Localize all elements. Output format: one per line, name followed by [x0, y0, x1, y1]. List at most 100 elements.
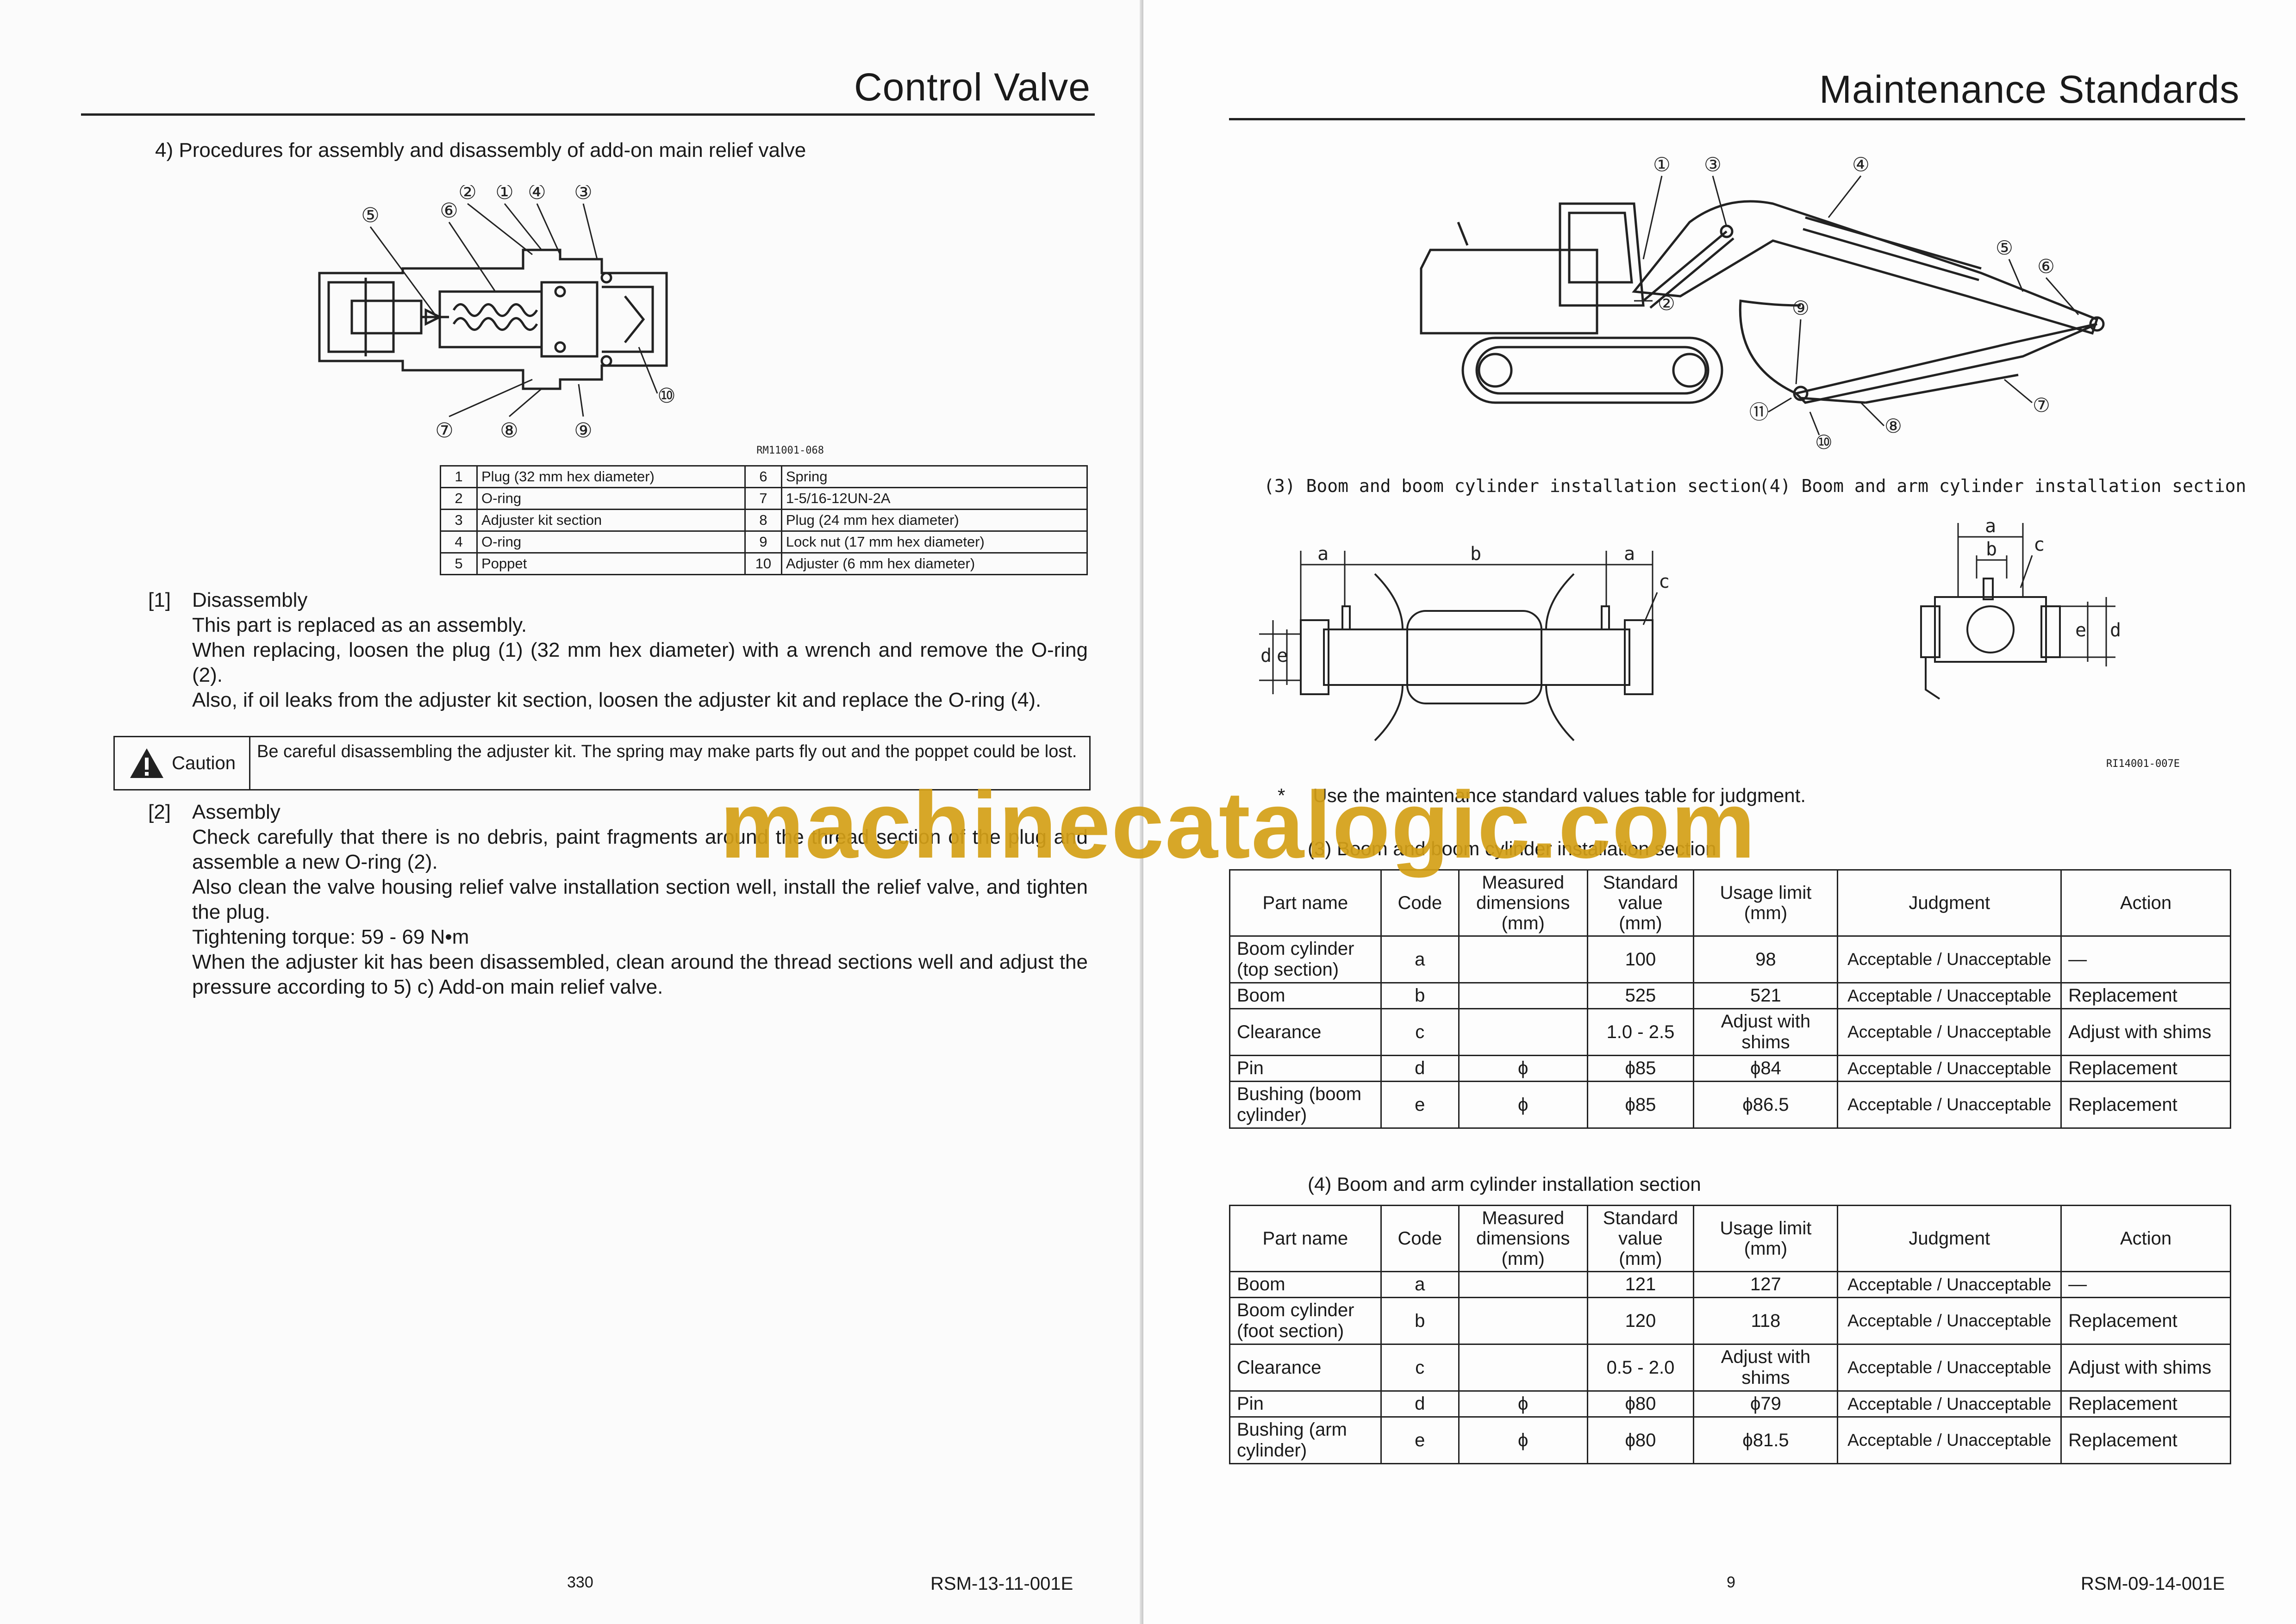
callout-1: ① [495, 185, 513, 204]
assembly-line: Check carefully that there is no debris,… [192, 826, 1088, 873]
disassembly-line: When replacing, loosen the plug (1) (32 … [192, 639, 1088, 686]
callout-7: ⑦ [435, 419, 453, 442]
dim-c: c [1659, 571, 1670, 592]
cell-action: Replacement [2060, 982, 2231, 1009]
cell-judgment: Acceptable / Unacceptable [1837, 1008, 2062, 1056]
part-name: Adjuster (6 mm hex diameter) [780, 552, 1088, 575]
cell-action: Replacement [2060, 1390, 2231, 1418]
cell-action: Replacement [2060, 1297, 2231, 1345]
assembly-title: Assembly [192, 801, 281, 823]
cell-part: Clearance [1229, 1008, 1382, 1056]
column-header: Measured dimensions (mm) [1458, 1205, 1588, 1272]
cell-code: a [1380, 935, 1460, 983]
callout-10: ⑩ [657, 384, 675, 408]
table4-title: (4) Boom and arm cylinder installation s… [1308, 1173, 1701, 1195]
part-number: 8 [744, 509, 782, 532]
page-title: Maintenance Standards [1819, 68, 2240, 111]
cell-measured [1458, 982, 1588, 1009]
part-name: 1-5/16-12UN-2A [780, 487, 1088, 510]
cell-code: b [1380, 982, 1460, 1009]
part-name: Plug (24 mm hex diameter) [780, 509, 1088, 532]
column-header: Judgment [1837, 869, 2062, 937]
cell-measured [1458, 1344, 1588, 1392]
disassembly-marker: [1] [148, 589, 171, 611]
dim-e: e [2075, 620, 2086, 641]
page-number: 9 [1727, 1574, 1735, 1591]
caption-4: (4) Boom and arm cylinder installation s… [1759, 476, 2246, 496]
machine-callout-8: ⑧ [1884, 415, 1902, 437]
cell-standard: ϕ80 [1586, 1390, 1695, 1418]
cell-part: Bushing (arm cylinder) [1229, 1416, 1382, 1464]
cell-measured [1458, 1271, 1588, 1298]
cell-limit: ϕ81.5 [1693, 1416, 1839, 1464]
cell-code: a [1380, 1271, 1460, 1298]
assembly-section: [2] Assembly Check carefully that there … [148, 800, 1088, 1000]
cell-action: Adjust with shims [2060, 1008, 2231, 1056]
cell-measured [1458, 935, 1588, 983]
cell-part: Pin [1229, 1390, 1382, 1418]
cell-code: d [1380, 1055, 1460, 1082]
column-header: Part name [1229, 1205, 1382, 1272]
cell-standard: ϕ85 [1586, 1055, 1695, 1082]
column-header: Action [2060, 1205, 2231, 1272]
column-header: Part name [1229, 869, 1382, 937]
cell-code: b [1380, 1297, 1460, 1345]
cell-standard: 1.0 - 2.5 [1586, 1008, 1695, 1056]
cell-standard: ϕ85 [1586, 1081, 1695, 1129]
part-name: Adjuster kit section [476, 509, 746, 532]
doc-code: RSM-09-14-001E [2081, 1574, 2225, 1594]
cell-judgment: Acceptable / Unacceptable [1837, 1344, 2062, 1392]
disassembly-line: Also, if oil leaks from the adjuster kit… [192, 689, 1042, 711]
cell-limit: ϕ86.5 [1693, 1081, 1839, 1129]
cell-code: e [1380, 1081, 1460, 1129]
cell-measured: ϕ [1458, 1055, 1588, 1082]
boom-cylinder-detail: a b a c d e [1259, 543, 1670, 741]
column-header: Code [1380, 869, 1460, 937]
machine-callout-9: ⑨ [1792, 297, 1809, 319]
part-number: 10 [744, 552, 782, 575]
callout-4: ④ [528, 185, 546, 204]
cell-standard: ϕ80 [1586, 1416, 1695, 1464]
machine-callout-3: ③ [1704, 153, 1722, 176]
cell-action: Replacement [2060, 1081, 2231, 1129]
cell-limit: 98 [1693, 935, 1839, 983]
cell-judgment: Acceptable / Unacceptable [1837, 1055, 2062, 1082]
cell-code: e [1380, 1416, 1460, 1464]
cell-part: Boom [1229, 982, 1382, 1009]
page-number: 330 [567, 1574, 593, 1591]
cell-action: — [2060, 1271, 2231, 1298]
dim-e: e [1277, 645, 1288, 666]
cell-judgment: Acceptable / Unacceptable [1837, 1271, 2062, 1298]
part-number: 7 [744, 487, 782, 510]
arm-cylinder-detail: a b c e d [1920, 516, 2121, 700]
column-header: Code [1380, 1205, 1460, 1272]
dim-d: d [1260, 645, 1272, 666]
watermark: machinecatalogic.com [720, 772, 1756, 878]
dim-d: d [2110, 620, 2121, 641]
cell-measured: ϕ [1458, 1081, 1588, 1129]
caption-3: (3) Boom and boom cylinder installation … [1264, 476, 1762, 496]
machine-callout-10: ⑩ [1815, 431, 1833, 454]
part-name: Poppet [476, 552, 746, 575]
right-page: Maintenance Standards [1143, 0, 2296, 1624]
figure-code: RI14001-007E [2106, 758, 2180, 770]
part-number: 2 [440, 487, 478, 510]
machine-callout-4: ④ [1852, 153, 1870, 176]
column-header: Standard value (mm) [1586, 1205, 1695, 1272]
cell-judgment: Acceptable / Unacceptable [1837, 1081, 2062, 1129]
cell-action: Replacement [2060, 1416, 2231, 1464]
disassembly-section: [1] Disassembly This part is replaced as… [148, 588, 1088, 713]
cell-standard: 121 [1586, 1271, 1695, 1298]
machine-callout-5: ⑤ [1996, 236, 2013, 259]
